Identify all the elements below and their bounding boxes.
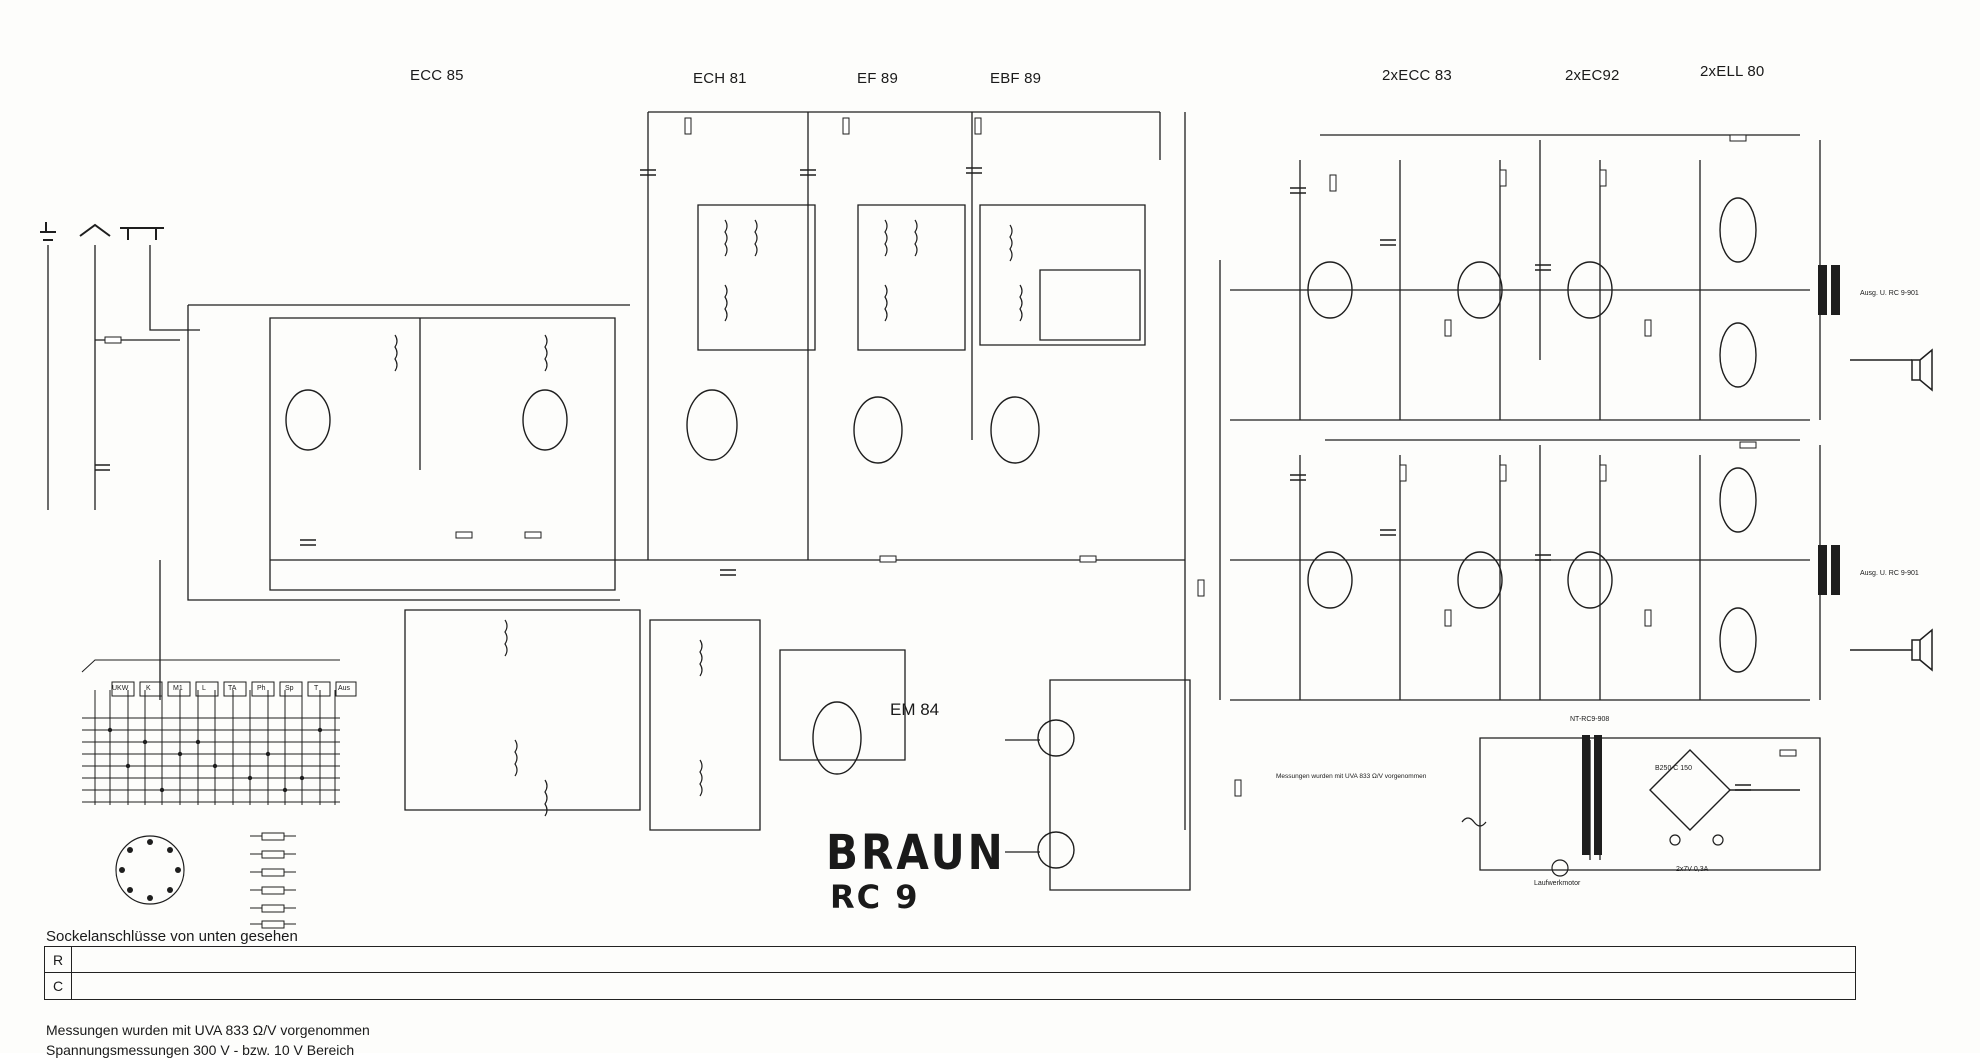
switch-label: Ph <box>257 685 266 692</box>
footnote-measurements: Messungen wurden mit UVA 833 Ω/V vorgeno… <box>46 1022 370 1038</box>
switch-label: T <box>314 685 319 692</box>
footnote-voltage: Spannungsmessungen 300 V - bzw. 10 V Ber… <box>46 1042 355 1058</box>
label-em84: EM 84 <box>890 700 940 719</box>
rectifier-label: B250 C 150 <box>1655 765 1692 772</box>
row-key-r: R <box>45 947 72 973</box>
label-ecc85: ECC 85 <box>410 67 464 84</box>
label-2xecc83: 2xECC 83 <box>1382 67 1452 84</box>
label-2xec92: 2xEC92 <box>1565 67 1620 84</box>
socket-title: Sockelanschlüsse von unten gesehen <box>46 928 298 945</box>
row-key-c: C <box>45 973 72 999</box>
label-ef89: EF 89 <box>857 70 899 87</box>
switch-label: UKW <box>112 685 129 692</box>
transformer-title: NT-RC9-908 <box>1570 716 1610 723</box>
switch-label: Aus <box>338 685 351 692</box>
table-row-c: C <box>45 973 1855 999</box>
label-ebf89: EBF 89 <box>990 70 1042 87</box>
lamps-label: 2x7V 0,3A <box>1676 866 1709 873</box>
table-row-r: R <box>45 947 1855 973</box>
switch-label: L <box>202 685 206 692</box>
switch-label: K <box>146 685 151 692</box>
label-ech81: ECH 81 <box>693 70 747 87</box>
switch-label: Sp <box>285 685 294 692</box>
measurement-note: Messungen wurden mit UVA 833 Ω/V vorgeno… <box>1276 773 1427 780</box>
brand-logo: BRAUN <box>826 824 1006 881</box>
model-name: RC 9 <box>830 878 920 916</box>
rc-position-table: R C <box>44 946 1856 1000</box>
switch-label: TA <box>228 685 237 692</box>
motor-label: Laufwerkmotor <box>1534 880 1581 887</box>
switch-label: M1 <box>173 685 183 692</box>
output-label-lower: Ausg. U. RC 9-901 <box>1860 570 1919 577</box>
label-2xell80: 2xELL 80 <box>1700 63 1765 80</box>
output-label-upper: Ausg. U. RC 9-901 <box>1860 290 1919 297</box>
